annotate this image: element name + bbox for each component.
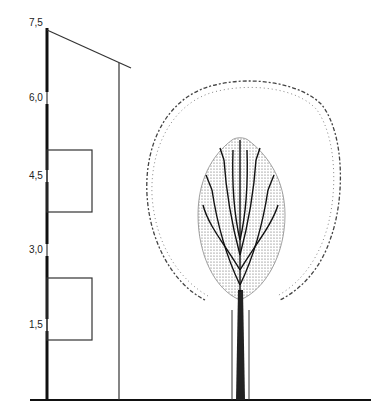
mature-crown-outline bbox=[147, 81, 341, 300]
height-label: 3,0 bbox=[28, 245, 44, 255]
building-wall bbox=[47, 28, 48, 400]
ground-line bbox=[30, 399, 371, 401]
height-scale bbox=[46, 28, 49, 400]
height-label: 1,5 bbox=[28, 320, 44, 330]
height-label: 4,5 bbox=[28, 171, 44, 181]
height-label: 7,5 bbox=[28, 18, 44, 28]
tree-trunk bbox=[236, 290, 245, 400]
building-wall bbox=[118, 63, 119, 400]
window bbox=[47, 150, 92, 212]
tree-stake bbox=[232, 310, 233, 400]
tree-stake bbox=[249, 310, 250, 400]
young-crown bbox=[198, 138, 285, 300]
height-label: 6,0 bbox=[28, 93, 44, 103]
roof-line bbox=[47, 30, 131, 68]
tree-branches bbox=[203, 140, 278, 292]
window bbox=[47, 278, 92, 340]
